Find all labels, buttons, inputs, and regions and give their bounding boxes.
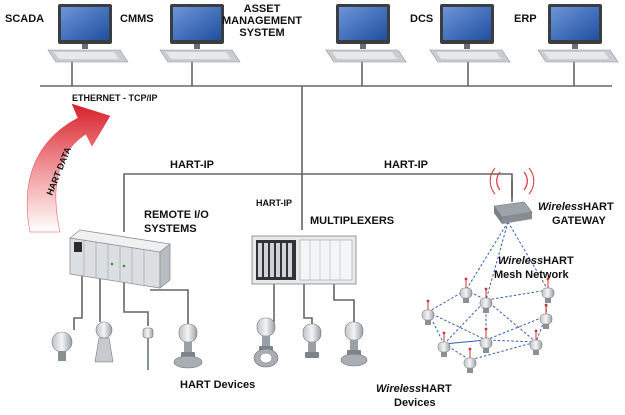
pressure-transmitter-1[interactable] — [51, 331, 73, 361]
temperature-probe[interactable] — [142, 327, 154, 370]
label-remote-io-line1: REMOTE I/O — [144, 209, 209, 221]
control-valve-1[interactable] — [173, 323, 203, 369]
multiplexer-cabinet[interactable] — [251, 235, 357, 285]
label-hart-ip-center: HART-IP — [256, 198, 292, 208]
computer-erp[interactable] — [537, 3, 619, 63]
wireless-device-2[interactable] — [541, 277, 555, 304]
wireless-device-3[interactable] — [421, 299, 435, 326]
label-hart-devices: HART Devices — [180, 379, 255, 391]
rio-wire-1 — [73, 268, 83, 330]
wireless-device-9[interactable] — [463, 347, 477, 374]
computer-cmms[interactable] — [159, 3, 241, 63]
label-mesh-line1: WirelessHART — [498, 255, 574, 267]
wireless-device-6[interactable] — [479, 327, 493, 354]
mux-wire-3 — [333, 284, 355, 326]
wireless-device-4[interactable] — [479, 287, 493, 314]
hart-wired-devices[interactable] — [51, 317, 368, 370]
label-wireless-devices-line1: WirelessHART — [376, 383, 452, 395]
rio-wire-3 — [123, 282, 149, 326]
label-asset-line2: MANAGEMENT — [222, 15, 302, 27]
label-cmms: CMMS — [120, 13, 154, 25]
wireless-mesh-links — [427, 221, 549, 361]
label-remote-io-line2: SYSTEMS — [144, 223, 197, 235]
hart-ip-right-link — [302, 173, 513, 198]
computer-asset-management[interactable] — [325, 3, 407, 63]
hart-data-arrow: HART DATA — [26, 103, 111, 233]
label-erp: ERP — [514, 13, 537, 25]
label-wireless-devices-line2: Devices — [394, 397, 436, 409]
radar-level-transmitter[interactable] — [94, 321, 114, 363]
remote-io-rack[interactable] — [69, 229, 171, 289]
wireless-device-1[interactable] — [459, 277, 473, 304]
wiring — [40, 62, 612, 330]
label-asset-line1: ASSET — [244, 3, 281, 15]
hart-ip-left-link — [123, 173, 302, 232]
computer-dcs[interactable] — [429, 3, 511, 63]
label-multiplexers: MULTIPLEXERS — [310, 215, 394, 227]
label-mesh-line2: Mesh Network — [494, 269, 569, 281]
pressure-transmitter-2[interactable] — [302, 323, 322, 359]
flow-meter-1[interactable] — [253, 317, 279, 368]
wireless-device-5[interactable] — [539, 303, 553, 330]
label-gateway-line2: GATEWAY — [552, 215, 606, 227]
label-scada: SCADA — [5, 13, 44, 25]
wirelesshart-gateway[interactable] — [489, 167, 535, 224]
label-dcs: DCS — [410, 13, 433, 25]
rio-wire-4 — [150, 289, 189, 326]
control-valve-2[interactable] — [340, 321, 368, 367]
computer-scada[interactable] — [47, 3, 129, 63]
wireless-device-8[interactable] — [529, 329, 543, 356]
label-ethernet: ETHERNET - TCP/IP — [72, 93, 158, 103]
label-hart-ip-left: HART-IP — [170, 159, 214, 171]
mux-wire-2 — [303, 282, 313, 326]
label-asset-line3: SYSTEM — [239, 27, 284, 39]
label-hart-ip-right: HART-IP — [384, 159, 428, 171]
label-gateway-line1: WirelessHART — [538, 201, 614, 213]
